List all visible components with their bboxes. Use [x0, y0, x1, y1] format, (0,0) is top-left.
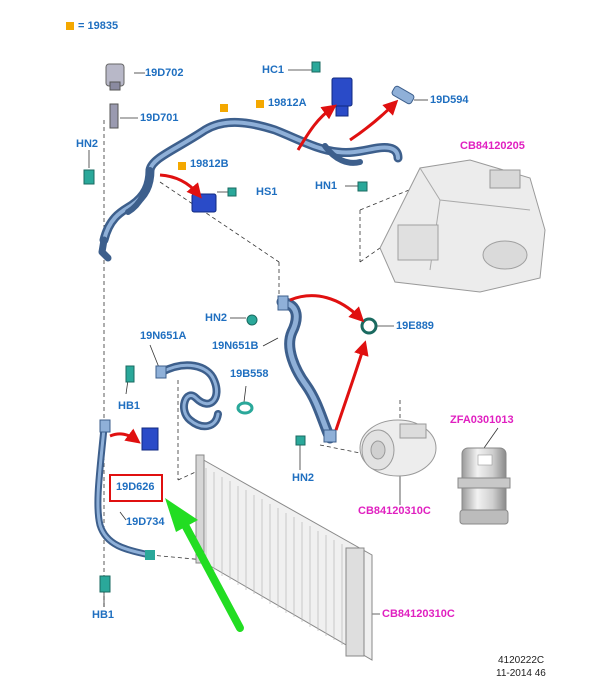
- legend-code: = 19835: [78, 20, 119, 32]
- label-zfa0301013: ZFA0301013: [450, 414, 514, 426]
- label-hn2-low: HN2: [292, 472, 315, 484]
- label-hb1-low: HB1: [92, 609, 115, 621]
- footer-ref: 4120222C: [498, 655, 545, 666]
- marker-upper-pipe: [220, 104, 228, 112]
- label-19e889: 19E889: [396, 320, 434, 332]
- label-19d734: 19D734: [126, 516, 165, 528]
- footer-date: 11-2014 46: [496, 668, 546, 679]
- label-leaders: [88, 69, 499, 615]
- label-19812b: 19812B: [190, 158, 229, 170]
- label-19812a: 19812A: [268, 97, 307, 109]
- marker-19812b: [178, 162, 186, 170]
- label-19d701: 19D701: [140, 112, 179, 124]
- label-cb84120310c-b: CB84120310C: [382, 608, 455, 620]
- label-hn2-mid: HN2: [205, 312, 228, 324]
- label-hs1: HS1: [256, 186, 278, 198]
- label-hb1-top: HB1: [118, 400, 141, 412]
- condenser: [195, 454, 373, 661]
- marker-19812a: [256, 100, 264, 108]
- label-19d594: 19D594: [430, 94, 469, 106]
- label-19b558: 19B558: [230, 368, 269, 380]
- receiver-drier: [457, 447, 511, 525]
- hose-19n651b: [276, 296, 336, 444]
- label-19d626: 19D626: [116, 481, 155, 493]
- evaporator-housing: [379, 159, 546, 293]
- label-cb84120310c-a: CB84120310C: [358, 505, 431, 517]
- label-hn1: HN1: [315, 180, 338, 192]
- label-19n651a: 19N651A: [140, 330, 187, 342]
- compressor: [359, 419, 437, 477]
- label-hn2-top: HN2: [76, 138, 99, 150]
- label-19n651b: 19N651B: [212, 340, 259, 352]
- highlight-box-19d626: [109, 474, 163, 502]
- legend-marker: [66, 22, 74, 30]
- red-arrows: [109, 99, 399, 444]
- label-cb84120205: CB84120205: [460, 140, 525, 152]
- fittings: [83, 61, 415, 593]
- green-arrow: [165, 498, 244, 632]
- hose-19n651a: [158, 361, 222, 431]
- upper-ac-line: [98, 117, 403, 262]
- label-19d702: 19D702: [145, 67, 184, 79]
- lower-line-19d734: [94, 424, 155, 560]
- label-hc1: HC1: [262, 64, 285, 76]
